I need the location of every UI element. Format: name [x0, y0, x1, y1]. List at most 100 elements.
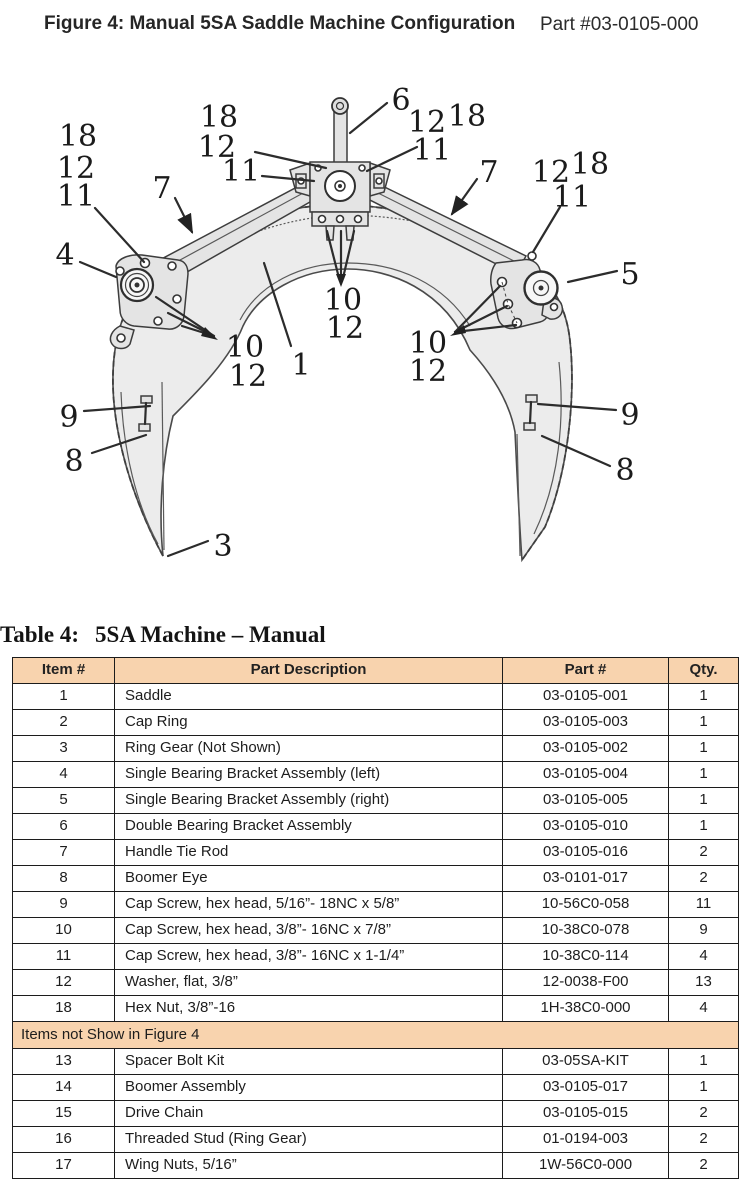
- callout-5: 5: [620, 257, 639, 292]
- cell-item: 18: [12, 995, 115, 1022]
- cell-item: 13: [12, 1048, 115, 1075]
- callout-18: 18: [571, 147, 609, 182]
- callout-10: 10: [324, 283, 362, 318]
- cell-desc: Boomer Assembly: [114, 1074, 503, 1101]
- cell-qty: 1: [668, 735, 739, 762]
- callout-11: 11: [413, 133, 451, 168]
- cell-desc: Single Bearing Bracket Assembly (left): [114, 761, 503, 788]
- cell-qty: 1: [668, 683, 739, 710]
- cell-desc: Cap Ring: [114, 709, 503, 736]
- cell-desc: Hex Nut, 3/8”-16: [114, 995, 503, 1022]
- cell-item: 15: [12, 1100, 115, 1127]
- cell-desc: Boomer Eye: [114, 865, 503, 892]
- cell-qty: 1: [668, 1048, 739, 1075]
- cell-qty: 1: [668, 787, 739, 814]
- col-header-item: Item #: [12, 657, 115, 684]
- col-header-part: Part #: [502, 657, 669, 684]
- cell-qty: 2: [668, 839, 739, 866]
- cell-item: 9: [12, 891, 115, 918]
- callout-4: 4: [55, 238, 74, 273]
- cell-desc: Wing Nuts, 5/16”: [114, 1152, 503, 1179]
- cell-item: 2: [12, 709, 115, 736]
- cell-qty: 9: [668, 917, 739, 944]
- cell-desc: Ring Gear (Not Shown): [114, 735, 503, 762]
- cell-item: 3: [12, 735, 115, 762]
- callout-18: 18: [59, 119, 97, 154]
- cell-desc: Single Bearing Bracket Assembly (right): [114, 787, 503, 814]
- table-title: Table 4:5SA Machine – Manual: [0, 622, 326, 648]
- cell-part: 03-05SA-KIT: [502, 1048, 669, 1075]
- cell-part: 03-0105-003: [502, 709, 669, 736]
- cell-qty: 4: [668, 943, 739, 970]
- table-title-label: Table 4:: [0, 622, 80, 647]
- cell-part: 03-0101-017: [502, 865, 669, 892]
- bearing-bracket-center: [289, 97, 391, 241]
- col-header-qty: Qty.: [668, 657, 739, 684]
- callout-12: 12: [198, 130, 236, 165]
- callout-12: 12: [408, 105, 446, 140]
- callout-11: 11: [222, 154, 260, 189]
- cell-item: 17: [12, 1152, 115, 1179]
- cell-part: 03-0105-015: [502, 1100, 669, 1127]
- cell-part: 03-0105-002: [502, 735, 669, 762]
- cell-qty: 11: [668, 891, 739, 918]
- cell-item: 8: [12, 865, 115, 892]
- cell-qty: 2: [668, 1126, 739, 1153]
- cell-item: 14: [12, 1074, 115, 1101]
- cell-part: 03-0105-005: [502, 787, 669, 814]
- boomer-eye-right: [523, 394, 538, 431]
- callout-7: 7: [479, 155, 498, 190]
- figure-diagram: 1812117418121161218117121811510121012110…: [55, 83, 639, 564]
- cell-item: 4: [12, 761, 115, 788]
- callout-1: 1: [291, 348, 310, 383]
- cell-qty: 1: [668, 761, 739, 788]
- cell-desc: Threaded Stud (Ring Gear): [114, 1126, 503, 1153]
- callout-12: 12: [229, 359, 267, 394]
- cap-ring-edge: [239, 262, 471, 327]
- cell-desc: Cap Screw, hex head, 3/8”- 16NC x 1-1/4”: [114, 943, 503, 970]
- callout-7: 7: [152, 171, 171, 206]
- callout-11: 11: [553, 180, 591, 215]
- callout-3: 3: [213, 529, 232, 564]
- cell-qty: 13: [668, 969, 739, 996]
- cell-part: 12-0038-F00: [502, 969, 669, 996]
- cell-qty: 4: [668, 995, 739, 1022]
- cell-desc: Double Bearing Bracket Assembly: [114, 813, 503, 840]
- cell-part: 03-0105-010: [502, 813, 669, 840]
- figure-caption: Figure 4: Manual 5SA Saddle Machine Conf…: [44, 13, 516, 34]
- cell-item: 12: [12, 969, 115, 996]
- cell-qty: 1: [668, 1074, 739, 1101]
- cell-part: 03-0105-017: [502, 1074, 669, 1101]
- callout-11: 11: [57, 179, 95, 214]
- cell-desc: Spacer Bolt Kit: [114, 1048, 503, 1075]
- callout-12: 12: [409, 354, 447, 389]
- callout-9: 9: [620, 398, 639, 433]
- cell-item: 6: [12, 813, 115, 840]
- callout-6: 6: [391, 83, 410, 118]
- cell-item: 11: [12, 943, 115, 970]
- cell-item: 1: [12, 683, 115, 710]
- cell-qty: 2: [668, 1152, 739, 1179]
- callout-12: 12: [326, 311, 364, 346]
- cell-qty: 2: [668, 1100, 739, 1127]
- cell-item: 5: [12, 787, 115, 814]
- cell-part: 1H-38C0-000: [502, 995, 669, 1022]
- cell-part: 10-38C0-114: [502, 943, 669, 970]
- callout-18: 18: [448, 99, 486, 134]
- callout-8: 8: [615, 453, 634, 488]
